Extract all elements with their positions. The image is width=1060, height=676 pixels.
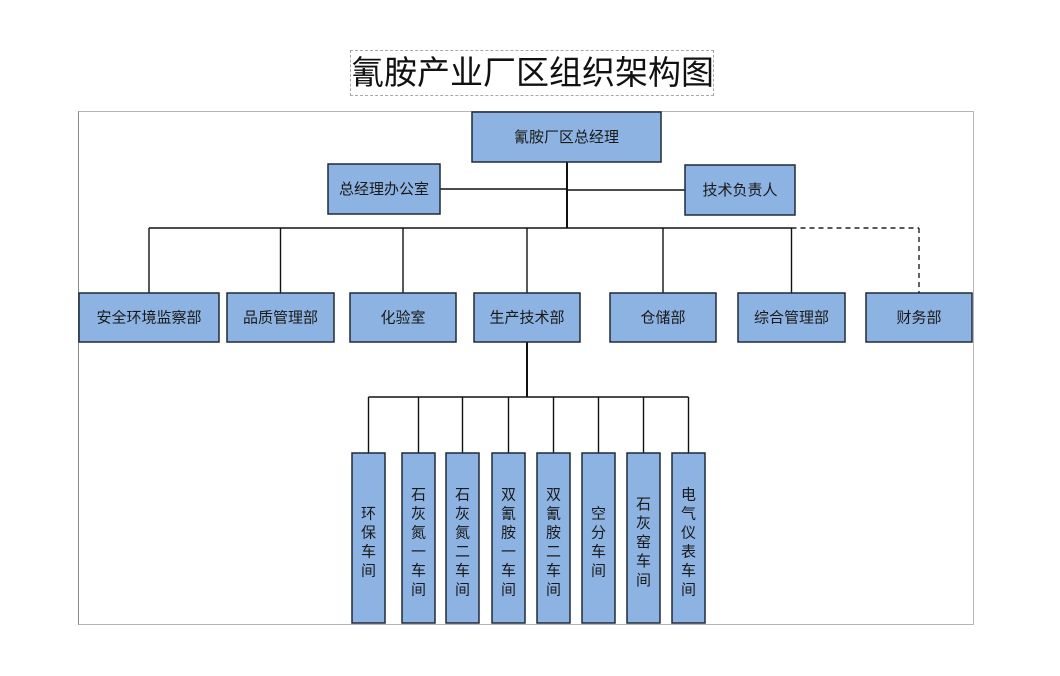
node-lime-nitrogen-2[interactable]: 石灰氮二车间 bbox=[445, 452, 480, 624]
node-safety-env-label: 安全环境监察部 bbox=[96, 309, 201, 327]
node-tech-lead-box bbox=[684, 164, 796, 216]
node-lime-kiln-box bbox=[626, 452, 661, 624]
node-tech-lead-label: 技术负责人 bbox=[702, 181, 777, 199]
node-production-label: 生产技术部 bbox=[489, 309, 564, 327]
node-gm-office[interactable]: 总经理办公室 bbox=[327, 163, 441, 215]
node-quality-box bbox=[226, 292, 335, 343]
node-gm-label: 氰胺厂区总经理 bbox=[514, 128, 619, 146]
node-production-box bbox=[473, 292, 581, 343]
node-dicyandiamide-1-label: 双氰胺一车间 bbox=[501, 486, 516, 599]
node-warehouse[interactable]: 仓储部 bbox=[609, 292, 717, 343]
node-dicyandiamide-2-box bbox=[536, 452, 571, 624]
node-admin[interactable]: 综合管理部 bbox=[737, 292, 846, 343]
node-dicyandiamide-1-box bbox=[491, 452, 526, 624]
node-lime-nitrogen-1[interactable]: 石灰氮一车间 bbox=[401, 452, 436, 624]
node-lime-nitrogen-1-box bbox=[401, 452, 436, 624]
node-gm[interactable]: 氰胺厂区总经理 bbox=[471, 111, 662, 163]
node-electrical-instrument[interactable]: 电气仪表车间 bbox=[671, 452, 706, 624]
node-electrical-instrument-box bbox=[671, 452, 706, 624]
node-lime-nitrogen-2-box bbox=[445, 452, 480, 624]
node-tech-lead[interactable]: 技术负责人 bbox=[684, 164, 796, 216]
node-lime-kiln[interactable]: 石灰窑车间 bbox=[626, 452, 661, 624]
node-gm-office-label: 总经理办公室 bbox=[339, 180, 429, 198]
node-env-protection-box bbox=[351, 452, 386, 624]
node-dicyandiamide-1[interactable]: 双氰胺一车间 bbox=[491, 452, 526, 624]
node-air-separation-box bbox=[581, 452, 616, 624]
node-dicyandiamide-2-label: 双氰胺二车间 bbox=[546, 486, 561, 599]
node-finance-label: 财务部 bbox=[896, 309, 941, 327]
node-lime-nitrogen-1-label: 石灰氮一车间 bbox=[411, 486, 426, 599]
node-finance-box bbox=[865, 292, 973, 343]
connectors bbox=[148, 162, 920, 453]
node-quality[interactable]: 品质管理部 bbox=[226, 292, 335, 343]
node-env-protection[interactable]: 环保车间 bbox=[351, 452, 386, 624]
node-safety-env[interactable]: 安全环境监察部 bbox=[78, 292, 220, 343]
node-warehouse-box bbox=[609, 292, 717, 343]
node-electrical-instrument-label: 电气仪表车间 bbox=[681, 486, 696, 599]
node-production[interactable]: 生产技术部 bbox=[473, 292, 581, 343]
node-lab[interactable]: 化验室 bbox=[349, 292, 457, 343]
node-air-separation-label: 空分车间 bbox=[591, 505, 606, 580]
node-air-separation[interactable]: 空分车间 bbox=[581, 452, 616, 624]
node-finance[interactable]: 财务部 bbox=[865, 292, 973, 343]
node-lime-kiln-label: 石灰窑车间 bbox=[636, 495, 651, 589]
node-lab-label: 化验室 bbox=[380, 309, 425, 327]
node-safety-env-box bbox=[78, 292, 220, 343]
node-admin-box bbox=[737, 292, 846, 343]
node-quality-label: 品质管理部 bbox=[243, 309, 318, 327]
node-warehouse-label: 仓储部 bbox=[640, 309, 685, 327]
node-gm-office-box bbox=[327, 163, 441, 215]
node-admin-label: 综合管理部 bbox=[754, 309, 829, 327]
node-lab-box bbox=[349, 292, 457, 343]
node-gm-box bbox=[471, 111, 662, 163]
node-env-protection-label: 环保车间 bbox=[361, 505, 376, 580]
chart-title: 氰胺产业厂区组织架构图 bbox=[350, 50, 714, 96]
node-lime-nitrogen-2-label: 石灰氮二车间 bbox=[455, 486, 470, 599]
node-dicyandiamide-2[interactable]: 双氰胺二车间 bbox=[536, 452, 571, 624]
